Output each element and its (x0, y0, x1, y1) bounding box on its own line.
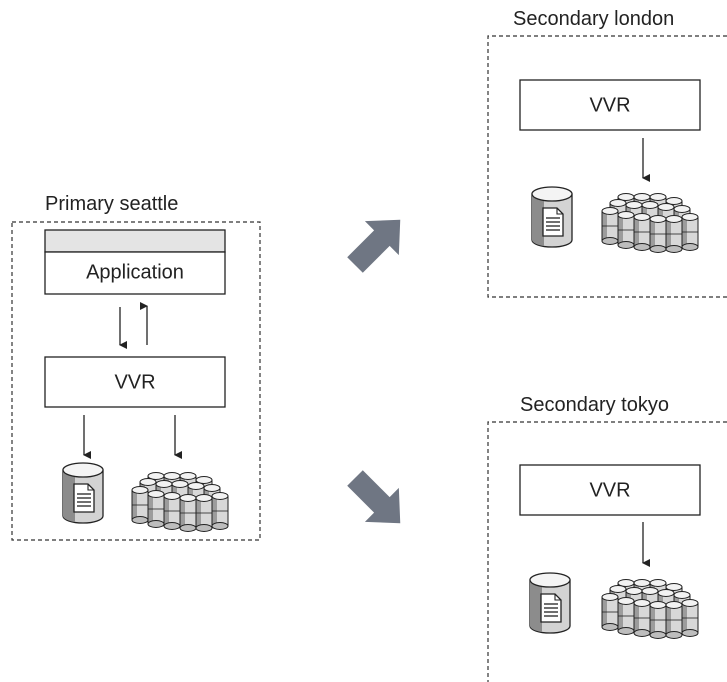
database-document-icon (62, 462, 104, 524)
primary-site-boundary (11, 221, 261, 541)
tokyo-site-title: Secondary tokyo (520, 394, 669, 416)
tokyo-site-boundary (487, 421, 727, 682)
vvr-label-primary: VVR (114, 371, 155, 393)
vvr-box-primary: VVR (44, 356, 226, 408)
london-site-boundary (487, 35, 727, 298)
replication-arrow-icon (347, 219, 401, 273)
vvr-label-tokyo: VVR (589, 479, 630, 501)
app-vvr-arrows (119, 302, 148, 349)
vvr-label-london: VVR (589, 94, 630, 116)
replication-arrow-icon (347, 470, 401, 524)
application-label: Application (86, 261, 184, 283)
application-box: Application (44, 229, 226, 295)
database-document-icon (529, 572, 571, 634)
london-site-title: Secondary london (513, 8, 674, 30)
vvr-box-tokyo: VVR (519, 464, 701, 516)
primary-site: Primary seattle Application VVR (11, 193, 261, 541)
disk-array-icon (132, 473, 228, 532)
disk-array-icon (602, 194, 698, 253)
database-document-icon (531, 186, 573, 248)
london-site: Secondary london VVR (487, 8, 727, 298)
disk-array-icon (602, 580, 698, 639)
primary-site-title: Primary seattle (45, 193, 178, 215)
tokyo-site: Secondary tokyo VVR (487, 394, 727, 682)
vvr-box-london: VVR (519, 79, 701, 131)
